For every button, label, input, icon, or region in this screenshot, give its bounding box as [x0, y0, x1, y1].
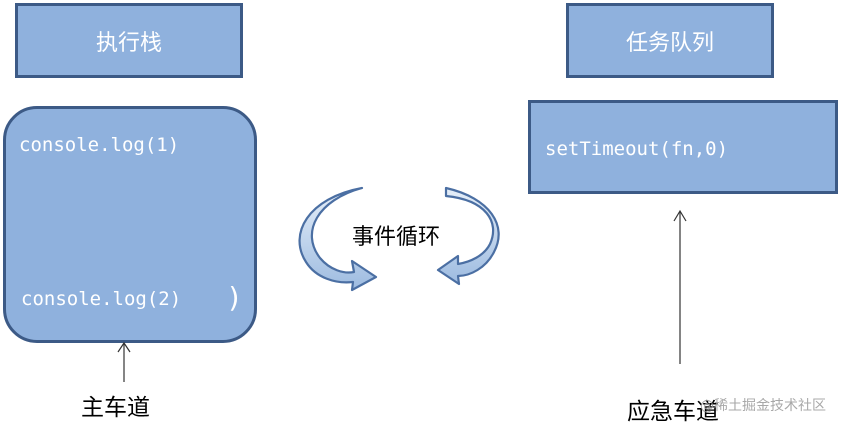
- queue-box: [528, 100, 838, 194]
- stack-header: 执行栈: [15, 3, 243, 78]
- queue-title: 任务队列: [625, 30, 714, 56]
- loop-arrow-right-icon: [436, 186, 500, 286]
- event-loop-label: 事件循环: [352, 225, 441, 250]
- loop-arrow-left-icon: [298, 186, 378, 292]
- stack-trailing-paren: ): [226, 281, 243, 314]
- main-lane-up-arrow: [117, 341, 131, 382]
- stack-title: 执行栈: [95, 30, 162, 56]
- queue-line-1: setTimeout(fn,0): [545, 138, 729, 160]
- stack-line-1: console.log(1): [19, 134, 180, 156]
- emergency-lane-up-arrow: [673, 209, 687, 364]
- main-lane-label: 主车道: [81, 395, 150, 421]
- watermark-text: @稀土掘金技术社区: [700, 398, 826, 414]
- stack-line-2: console.log(2): [21, 288, 182, 310]
- stack-box: [3, 106, 257, 343]
- queue-header: 任务队列: [566, 3, 774, 78]
